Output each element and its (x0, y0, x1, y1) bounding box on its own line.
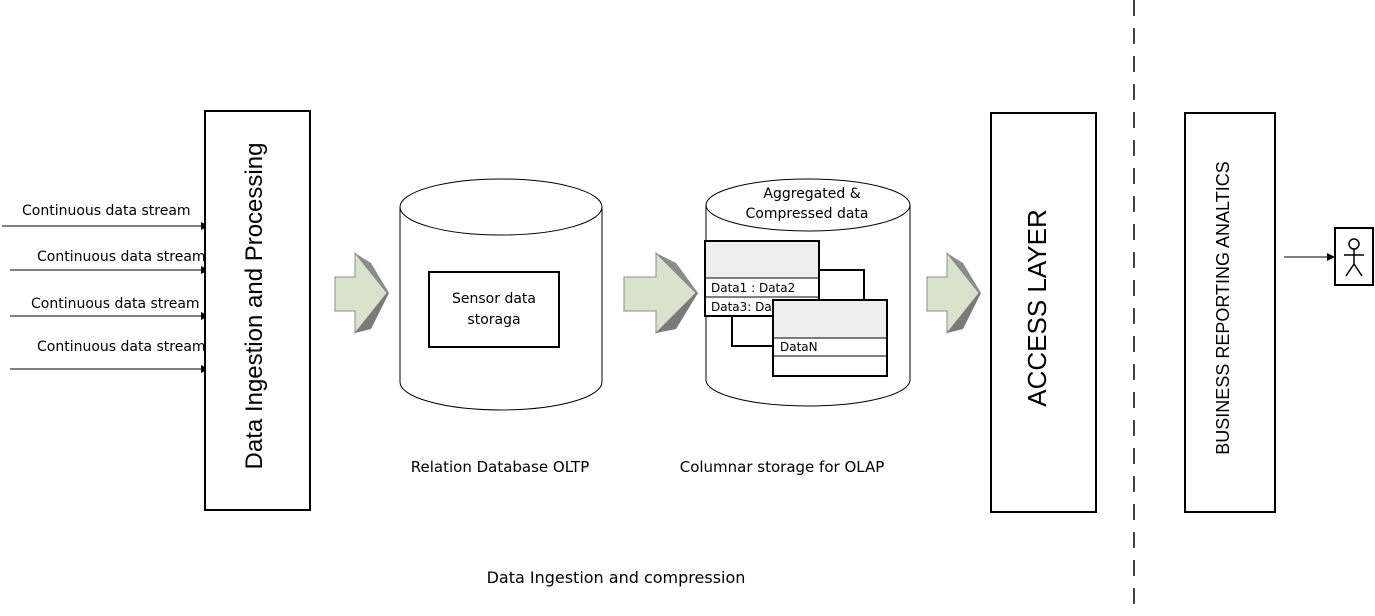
reporting-box: BUSINESS REPORTING ANALTICS (1184, 112, 1276, 513)
ingestion-label: Data Ingestion and Processing (241, 143, 268, 470)
access-layer-box: ACCESS LAYER (990, 112, 1097, 513)
chevron-arrow-icon (623, 251, 698, 335)
data-table-left: Data1 : Data2 Data3: Da (704, 240, 820, 317)
data-row-n: DataN (780, 340, 818, 354)
data-row-2: Data3: Da (711, 300, 772, 314)
actor-icon (1334, 227, 1374, 286)
chevron-arrow-icon (926, 251, 981, 335)
sensor-storage-box (428, 271, 560, 348)
data-table-right: DataN (772, 299, 888, 377)
olap-storage: Aggregated & Compressed data Data1 : Dat… (704, 178, 911, 407)
olap-caption: Columnar storage for OLAP (680, 458, 885, 476)
ingestion-box: Data Ingestion and Processing (204, 110, 311, 511)
sensor-storage-line-1: Sensor data (452, 291, 536, 307)
data-row-1: Data1 : Data2 (711, 281, 795, 295)
olap-header-line-1: Aggregated & (763, 186, 860, 202)
oltp-caption: Relation Database OLTP (411, 458, 589, 476)
chevron-arrow-icon (334, 251, 389, 335)
footer-caption: Data Ingestion and compression (487, 568, 746, 587)
stream-label-3: Continuous data stream (31, 296, 200, 312)
stream-label-2: Continuous data stream (37, 249, 206, 265)
olap-header-line-2: Compressed data (746, 206, 869, 222)
data-streams: Continuous data stream Continuous data s… (2, 203, 209, 373)
sensor-storage-line-2: storaga (467, 312, 520, 328)
stream-label-1: Continuous data stream (22, 203, 191, 219)
reporting-label: BUSINESS REPORTING ANALTICS (1213, 161, 1233, 454)
stream-label-4: Continuous data stream (37, 339, 206, 355)
oltp-database: Sensor data storaga (399, 178, 603, 411)
access-layer-label: ACCESS LAYER (1022, 209, 1052, 406)
